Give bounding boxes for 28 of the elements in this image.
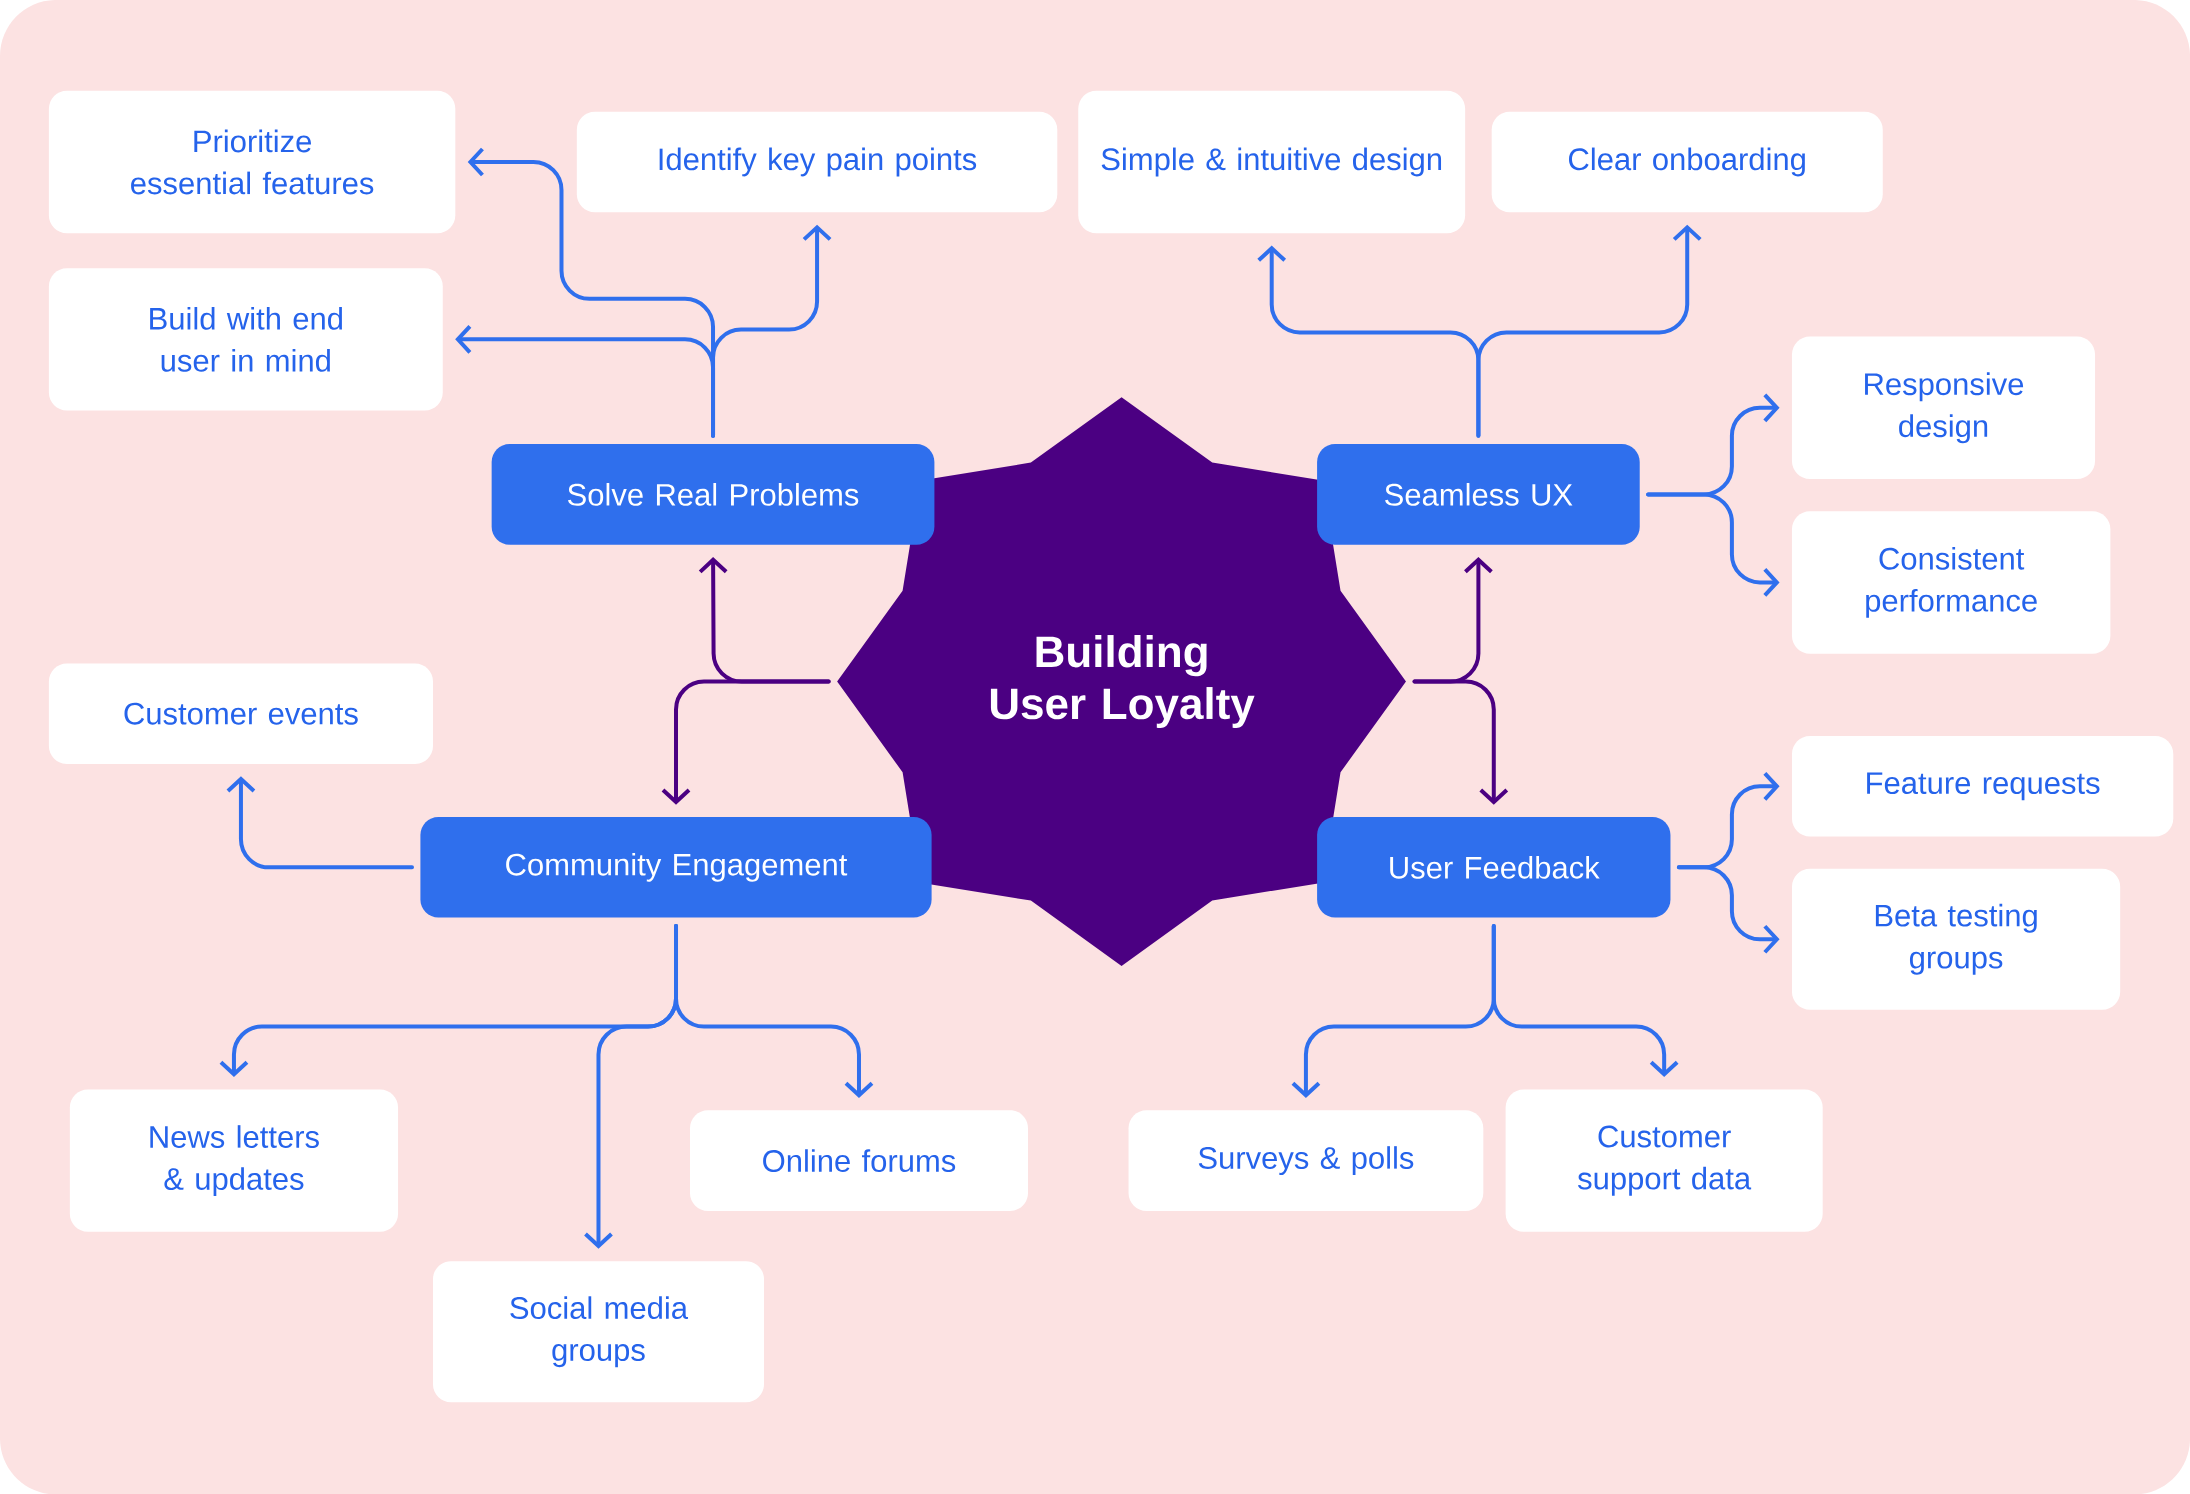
arrow xyxy=(1676,865,1780,954)
arrow xyxy=(584,923,678,1249)
topic-box: Solve Real Problems xyxy=(491,443,935,545)
arrow xyxy=(1491,923,1679,1077)
idea-box: Consistent performance xyxy=(1791,510,2111,654)
idea-box: Identify key pain points xyxy=(576,111,1058,213)
idea-box: Simple & intuitive design xyxy=(1078,90,1466,233)
arrow xyxy=(1476,224,1702,438)
idea-box: Surveys & polls xyxy=(1128,1110,1484,1211)
arrow xyxy=(1646,492,1780,597)
idea-box: Online forums xyxy=(690,1110,1028,1211)
idea-box: Social media groups xyxy=(433,1260,764,1403)
idea-box: Responsive design xyxy=(1791,336,2096,479)
idea-box: Customer support data xyxy=(1505,1089,1823,1232)
topic-box: User Feedback xyxy=(1317,816,1671,918)
idea-box: News letters & updates xyxy=(69,1089,399,1232)
idea-box: Feature requests xyxy=(1791,735,2174,837)
idea-box: Prioritize essential features xyxy=(48,90,456,233)
arrow xyxy=(455,324,716,438)
arrow xyxy=(226,776,414,870)
idea-box: Beta testing groups xyxy=(1791,868,2121,1010)
arrow xyxy=(661,679,831,805)
idea-box: Clear onboarding xyxy=(1491,111,1883,213)
topic-box: Community Engagement xyxy=(420,816,932,918)
idea-box: Customer events xyxy=(48,663,433,764)
idea-box: Build with end user in mind xyxy=(48,267,443,411)
arrow xyxy=(1412,679,1509,805)
topic-box: Seamless UX xyxy=(1317,443,1640,545)
